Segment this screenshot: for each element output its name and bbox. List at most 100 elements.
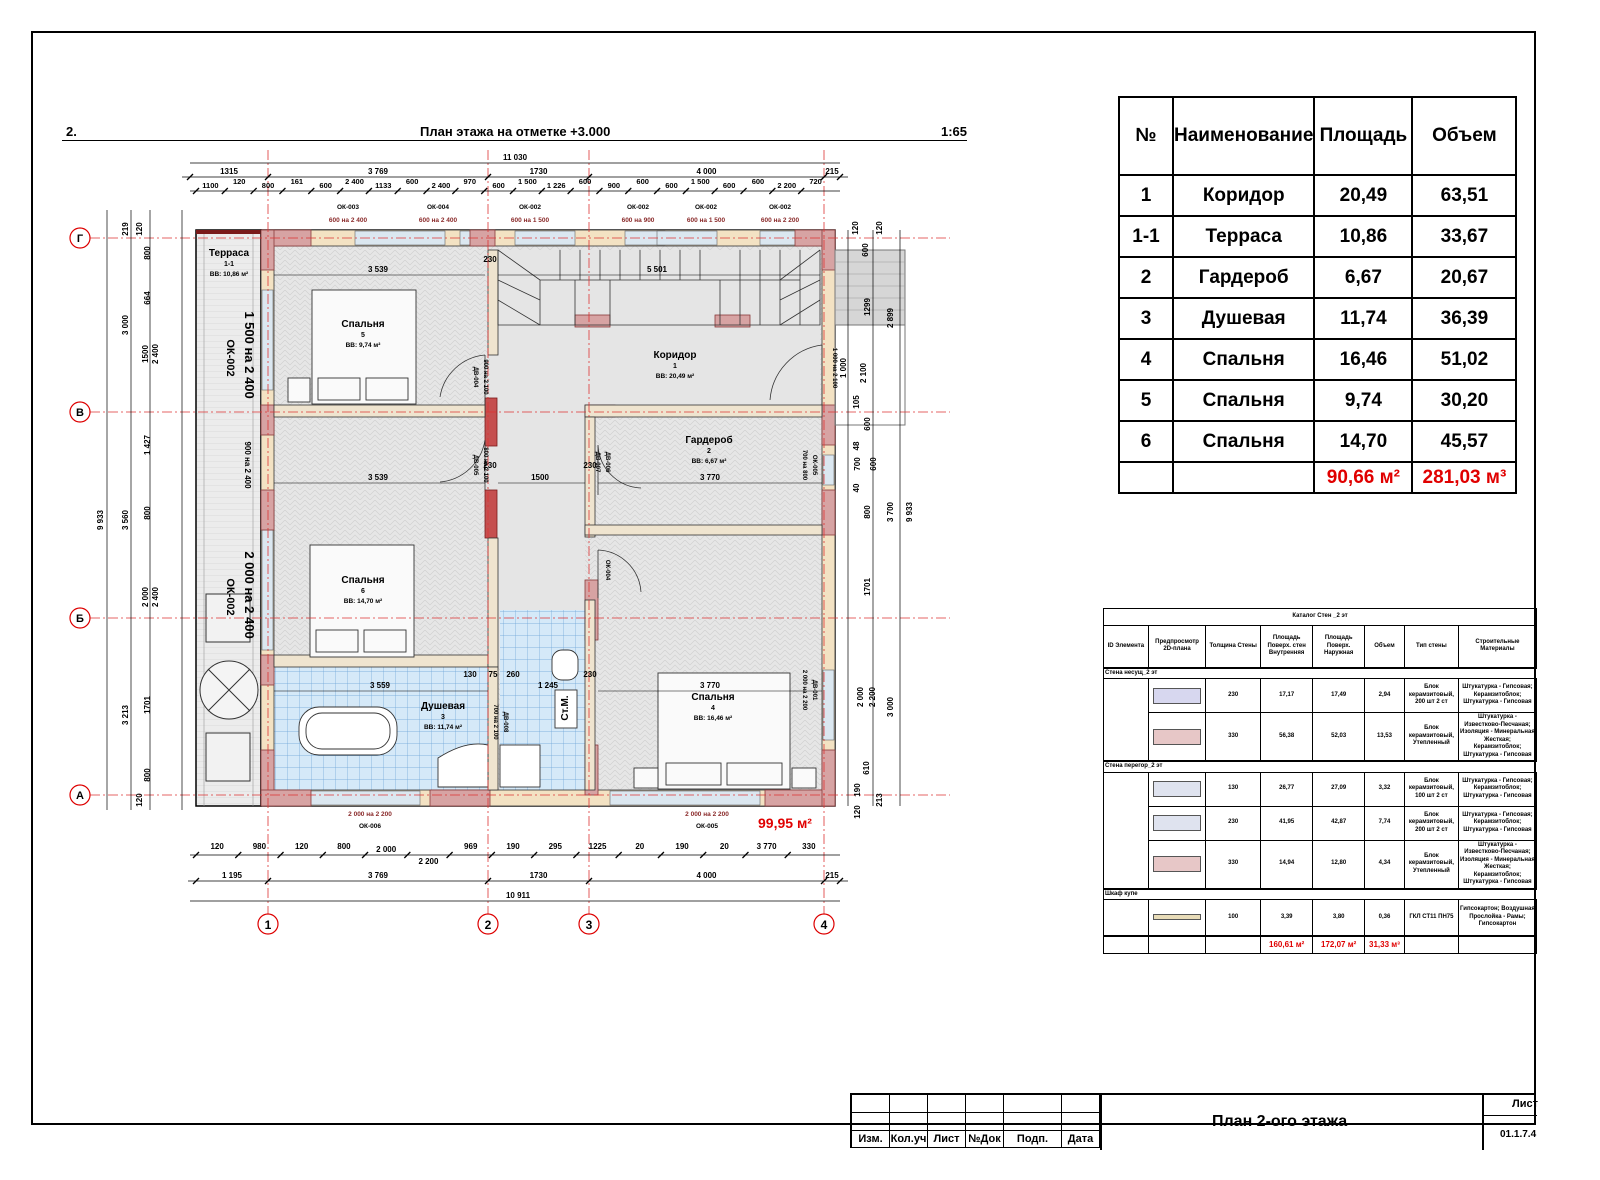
dim-tick [657,851,665,859]
cell: 6 [1118,420,1174,463]
vertical-dim-text: ДВ-006 [604,452,610,473]
dim-text: 10 911 [506,891,531,900]
dim-text: 600 [319,181,332,190]
wall-group-name: Стена несущ_2 эт [1103,666,1537,679]
vertical-dim-text: 1701 [863,578,872,596]
dim-text: 600 [665,181,678,190]
cell: 63,51 [1411,174,1518,217]
inner-dim-text: 3 770 [700,473,721,482]
wall-preview [1147,771,1207,807]
room-number: 1 [673,363,677,370]
dim-text: 2 000 [376,845,397,854]
wall-cell: 230 [1205,805,1261,841]
wall-cell: 17,49 [1312,678,1365,713]
wall-cell: 7,74 [1363,805,1405,841]
window-size: 600 на 1 500 [687,217,726,224]
wall-id [1103,678,1149,762]
vertical-dim-text: 1500 [141,345,150,363]
cell [1118,461,1174,494]
vertical-dim-text: 664 [143,291,152,305]
dim-tick [567,187,575,195]
dim-text: 1730 [530,167,548,176]
wall-cell: Штукатурка - Гипсовая; Керамзитоблок; Шт… [1457,771,1538,807]
axis-bubble [477,913,499,935]
window-size: 600 на 1 500 [511,217,550,224]
wall-cell: 3,39 [1259,899,1314,936]
wall-cell: 100 [1205,899,1261,936]
wall-header: ID Элемента [1103,625,1149,668]
vertical-dim-text: 2 899 [886,307,895,328]
room-name: Душевая [421,701,465,712]
staircase [497,249,821,326]
wall-id [1103,771,1149,889]
stamp-cell [1062,1112,1100,1131]
wall-cell: Блок керамзитовый, Утепленный [1403,712,1459,762]
wall-group-name: Шкаф купе [1103,887,1537,900]
cell: 1-1 [1118,215,1174,258]
dim-tick [277,851,284,859]
vertical-dim-text: ОК-002 [224,339,236,376]
axis-bubble [69,784,91,806]
vertical-dim-text: 800 [143,768,152,782]
dim-text: 120 [210,842,224,851]
cell: 30,20 [1411,379,1518,422]
dim-text: 3 769 [368,167,389,176]
wall-cell: Блок керамзитовый, 100 шт 2 ст [1403,771,1459,807]
dim-text: 970 [464,177,477,186]
dim-text: 1 195 [222,871,243,880]
window-size: 600 на 2 200 [761,217,800,224]
room-number: 2 [707,448,711,455]
vertical-dim-text: 2 000 [856,686,865,707]
vertical-dim-text: 800 [863,505,872,519]
window-tag: ОК-006 [359,823,381,830]
window-tag: 2 000 на 2 200 [685,811,729,818]
vertical-dim-text: 600 [863,417,872,431]
room-name: Гардероб [685,434,732,446]
wall-cell [1147,934,1207,954]
total-area: 90,66 м² [1313,461,1414,494]
plan-number: 2. [66,124,77,139]
room-name: Коридор [653,350,696,361]
balcony-stairs [834,249,906,426]
vertical-dim-text: 800 [143,506,152,520]
wall-swatch [1153,728,1202,745]
dim-tick [624,187,632,195]
cell: 6,67 [1313,256,1414,299]
drawing-frame [31,31,1536,1125]
plan-title: План этажа на отметке +3.000 [420,124,611,139]
cell: Терраса [1171,215,1316,258]
wall-preview [1147,678,1207,713]
cell [1171,461,1316,494]
vertical-dim-text: 1 427 [143,434,152,455]
total-volume: 281,03 м³ [1411,461,1518,494]
dim-tick [682,187,690,195]
dim-text: 900 [608,181,621,190]
cell: Гардероб [1171,256,1316,299]
dim-tick [451,187,459,195]
dim-tick [653,187,661,195]
inner-dim-text: 1 245 [538,681,559,690]
wall-preview [1147,899,1207,936]
dim-text: 1 500 [518,177,537,186]
dim-text: 600 [406,177,419,186]
vertical-dim-text: 610 [862,761,871,775]
vertical-dim-text: ДВ-004 [472,367,478,388]
stamp-cell [890,1095,928,1113]
vertical-dim-text: 700 на 2 100 [492,704,498,740]
wall-id [1103,899,1149,936]
axis-label: 3 [586,918,593,932]
dim-tick [394,187,402,195]
dim-tick [221,187,229,195]
cell: 11,74 [1313,297,1414,340]
wall-cell: 12,80 [1312,839,1365,889]
vertical-dim-text: ДВ-005 [472,455,478,476]
dim-tick [784,851,792,859]
room-name: Спальня [691,692,734,703]
wall-group-name: Стена перегор_2 эт [1103,760,1537,773]
vertical-dim-text: 40 [852,483,861,492]
axis-bubble [257,913,279,935]
wall-swatch [1153,856,1202,872]
stamp-cell: №Док [966,1130,1004,1148]
